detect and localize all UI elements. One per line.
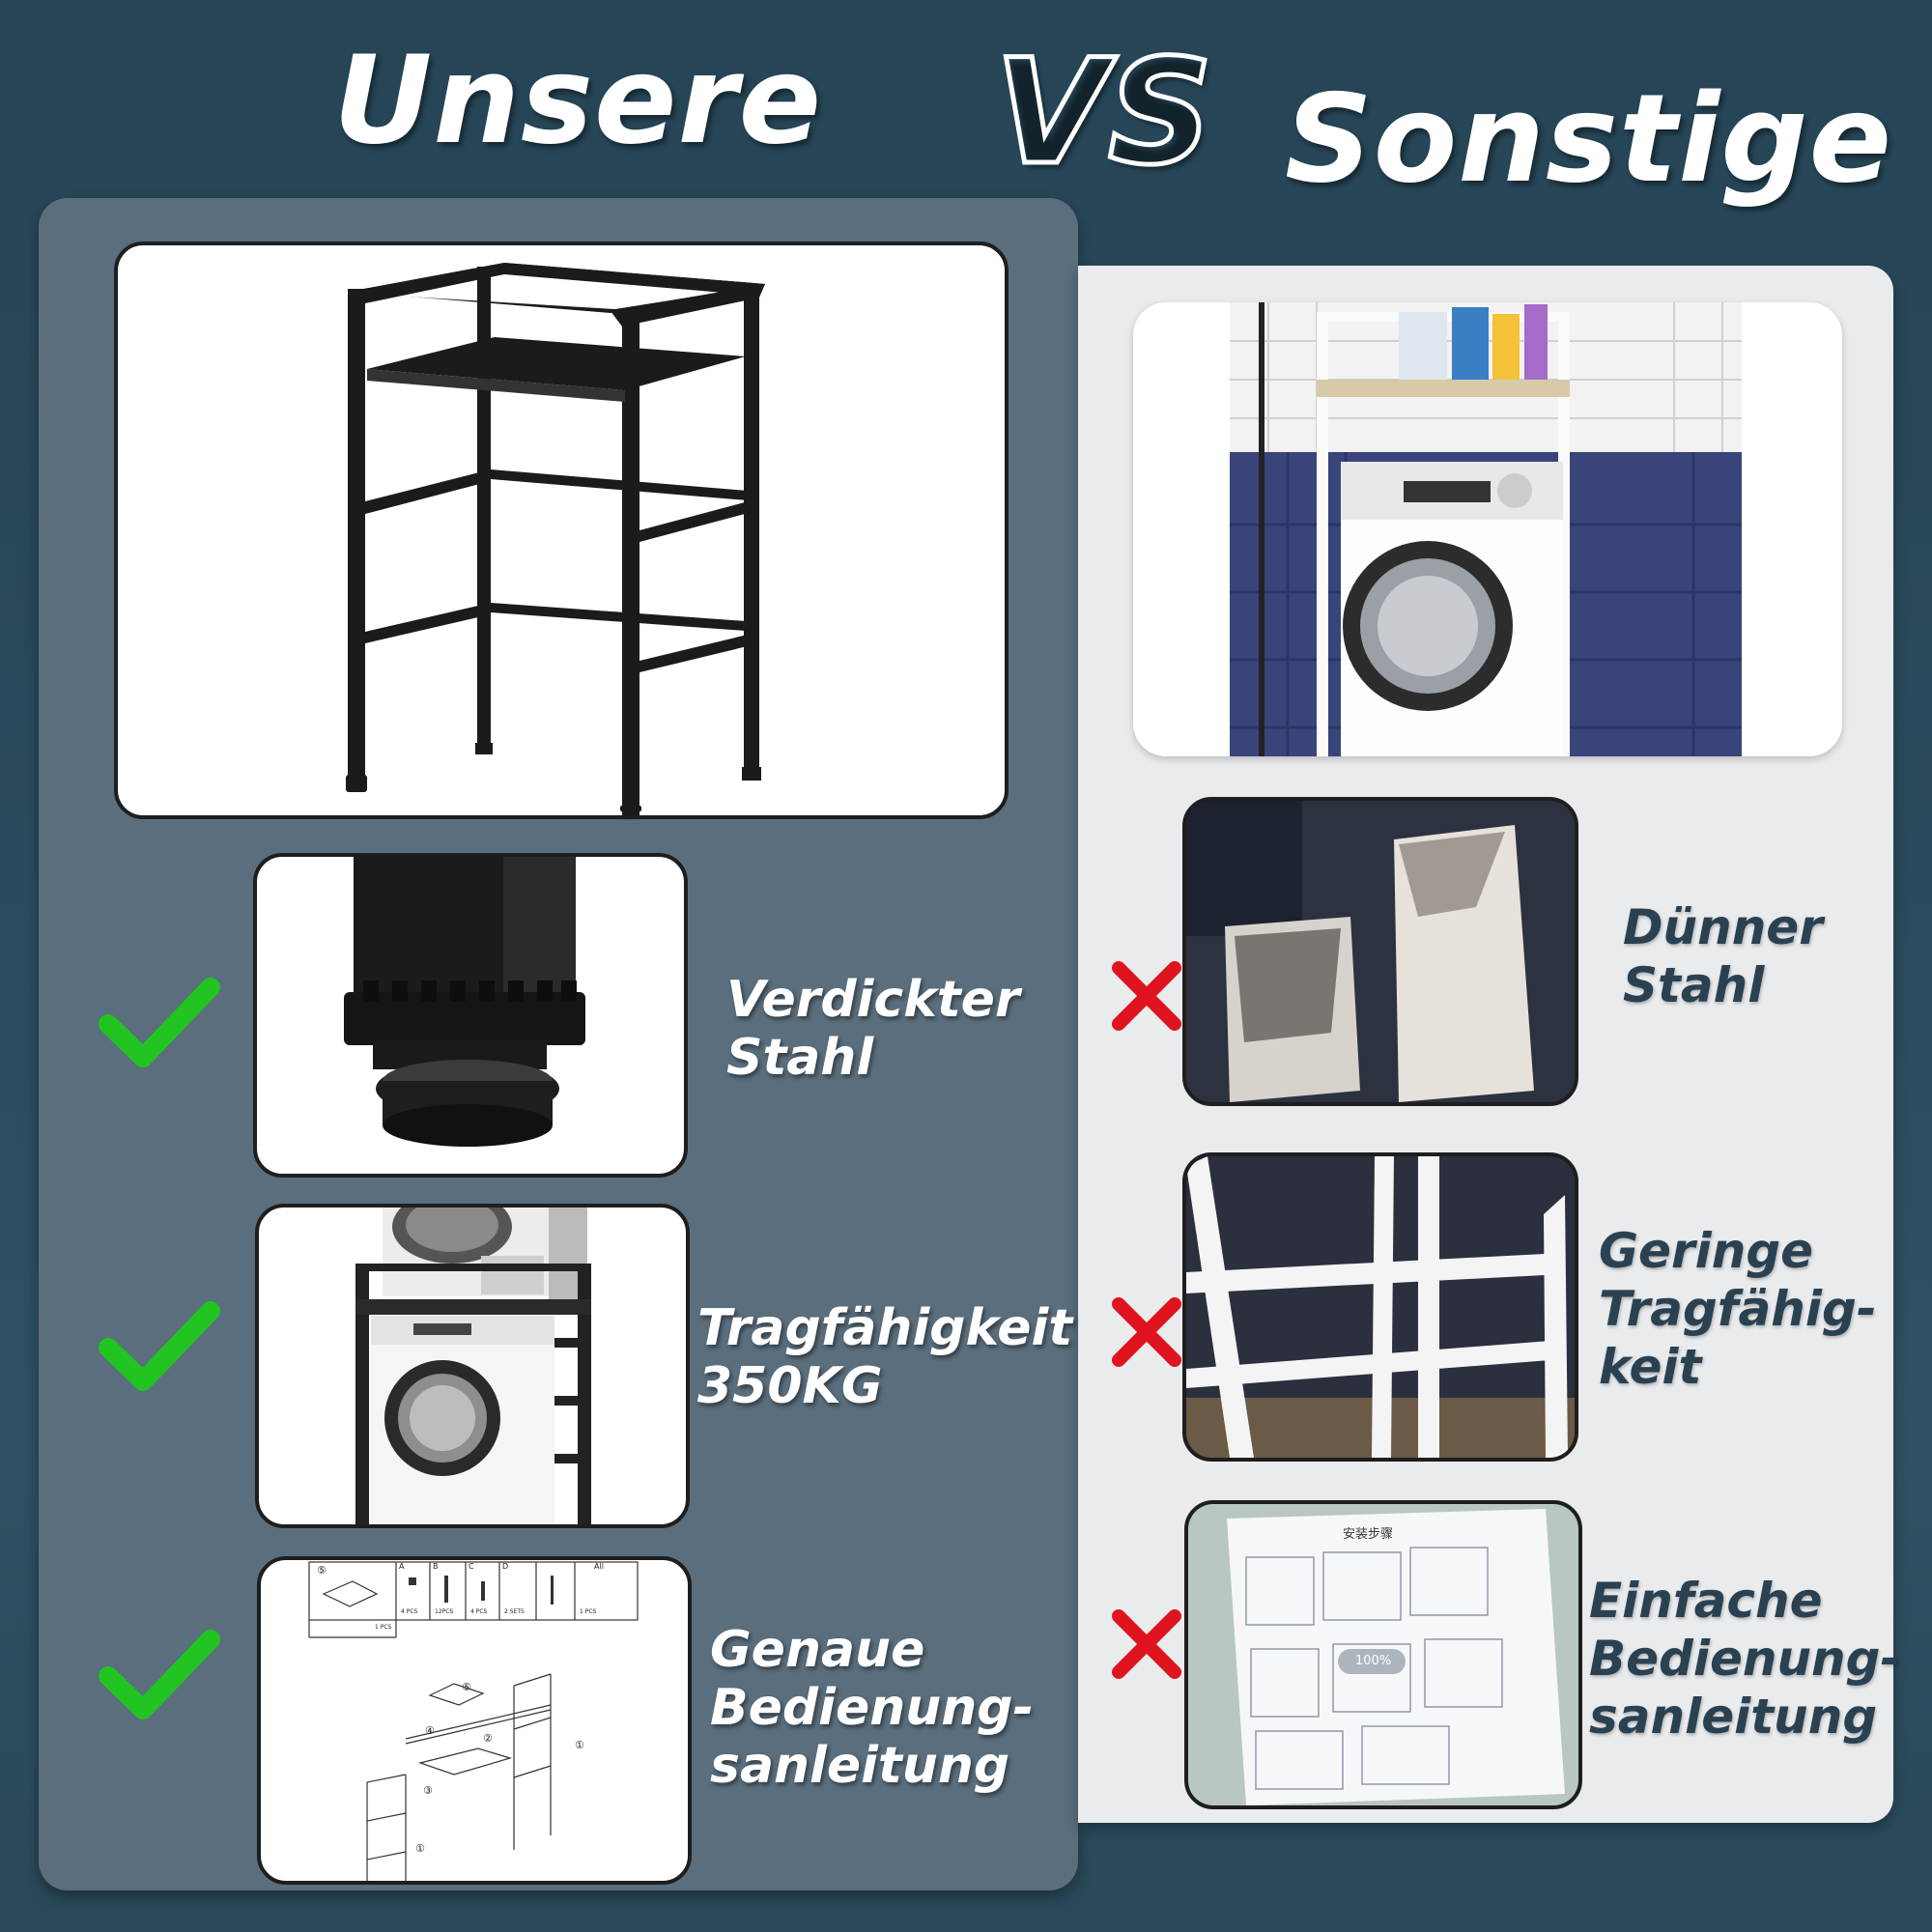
others-feature-1-label: Dünner Stahl [1623,898,1823,1014]
ours-feature-2-label: Tragfähigkeit 350KG [697,1299,1072,1415]
others-feature-3-label: Einfache Bedienung- sanleitung [1589,1572,1900,1746]
others-low-capacity-image [1182,1152,1578,1462]
ours-feature-2-line2: 350KG [697,1357,883,1415]
manual-top-label-0: ⑤ [317,1564,327,1577]
others-feature-1-line1: Dünner [1623,899,1823,955]
others-feature-2-label: Geringe Tragfähig- keit [1599,1222,1877,1396]
manual-top-label-3: C [469,1562,474,1571]
manual-count-4: 2 SETS [504,1608,525,1615]
check-icon [97,976,222,1072]
manual-top-label-4: D [502,1562,509,1571]
manual-top-label-5: All [594,1562,604,1571]
manual-count-5: 1 PCS [580,1608,597,1615]
manual-part-4: ① [415,1842,425,1855]
ours-feature-3-line2: Bedienung- [710,1679,1035,1737]
others-manual-title: 安装步骤 [1343,1527,1394,1542]
ours-feature-1-line2: Stahl [726,1029,874,1087]
others-feature-3-line1: Einfache [1589,1573,1823,1629]
manual-top-label-1: A [399,1562,405,1571]
ours-feature-1-label: Verdickter Stahl [726,971,1020,1087]
ours-feature-3-label: Genaue Bedienung- sanleitung [710,1621,1034,1795]
ours-load-capacity-image [255,1204,690,1528]
manual-count-1: 4 PCS [401,1608,418,1615]
ours-thick-steel-image [253,853,688,1178]
manual-part-5: ① [575,1739,584,1751]
ours-product-image [114,242,1009,819]
others-feature-2-line1: Geringe [1599,1223,1814,1279]
cross-icon [1109,1606,1184,1682]
header-others: Sonstige [1285,68,1893,210]
manual-count-2: 12PCS [435,1608,454,1615]
ours-feature-2-line1: Tragfähigkeit [697,1299,1073,1357]
ours-feature-3-line3: sanleitung [710,1737,1010,1795]
ours-feature-3-line1: Genaue [710,1621,925,1679]
manual-top-label-2: B [433,1562,439,1571]
cross-icon [1109,958,1184,1034]
manual-part-3: ③ [423,1784,433,1797]
manual-count-3: 4 PCS [470,1608,488,1615]
manual-part-2: ② [483,1732,493,1745]
others-feature-3-line3: sanleitung [1589,1689,1878,1745]
others-feature-3-line2: Bedienung- [1589,1631,1901,1687]
others-manual-image: 安装步骤 100% [1184,1500,1582,1809]
others-feature-2-line3: keit [1599,1339,1702,1395]
manual-count-0: 1 PCS [375,1624,392,1631]
check-icon [97,1628,222,1724]
manual-part-1: ④ [425,1724,435,1737]
others-manual-zoom: 100% [1355,1654,1392,1668]
others-thin-steel-image [1182,797,1578,1106]
header-vs: VS [992,27,1214,200]
cross-icon [1109,1294,1184,1370]
others-feature-2-line2: Tragfähig- [1599,1281,1877,1337]
ours-feature-1-line1: Verdickter [726,971,1020,1029]
ours-manual-image: ⑤ A B C D All 1 PCS 4 PCS 12PCS 4 PCS 2 … [257,1556,692,1885]
check-icon [97,1299,222,1396]
others-feature-1-line2: Stahl [1623,957,1765,1013]
header-ours: Unsere [333,29,823,171]
others-product-image [1133,302,1842,756]
manual-part-0: ⑤ [462,1681,471,1693]
